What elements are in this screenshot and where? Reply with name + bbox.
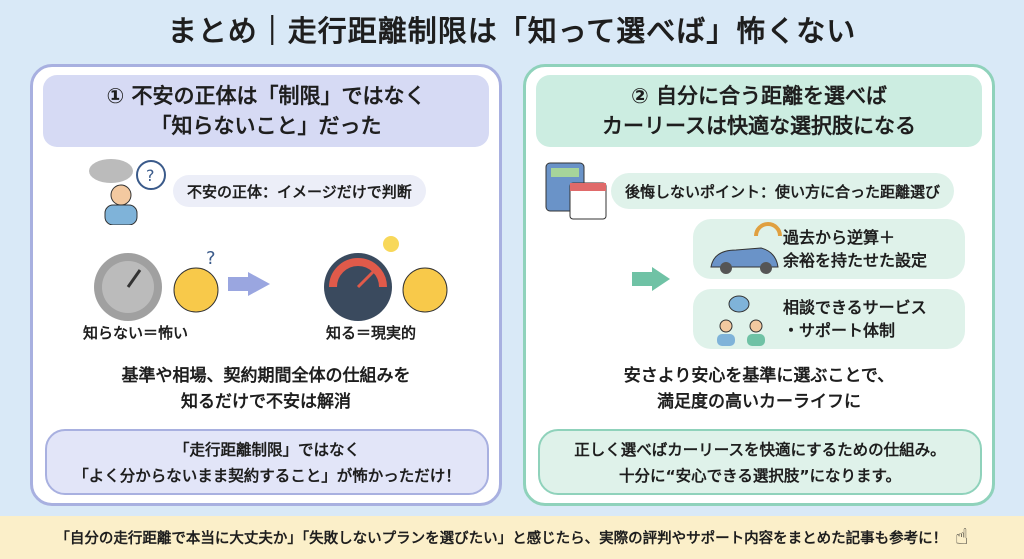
left-heading-line1: ① 不安の正体は「制限」ではなく	[106, 84, 426, 108]
page-title: まとめ｜走行距離制限は「知って選べば」怖くない	[167, 14, 857, 48]
right-summary: 安さより安心を基準に選ぶことで、 満足度の高いカーライフに	[526, 363, 992, 415]
left-callout-line2: 「よく分からないまま契約すること」が怖かっただけ！	[73, 467, 461, 485]
point-2-line1: 相談できるサービス	[783, 298, 927, 317]
point-1-line2: 余裕を持たせた設定	[783, 251, 928, 270]
right-pill: 後悔しないポイント：使い方に合った距離選び	[611, 173, 955, 209]
arrow-right-icon	[248, 272, 270, 296]
relaxed-driver-car-icon	[710, 222, 782, 274]
consultation-people-icon	[717, 295, 765, 346]
left-heading-line2: 「知らないこと」だった	[150, 114, 382, 138]
left-pill: 不安の正体：イメージだけで判断	[173, 175, 426, 207]
left-heading: ① 不安の正体は「制限」ではなく 「知らないこと」だった	[43, 75, 489, 147]
right-callout-line1: 正しく選べばカーリースを快適にするための仕組み。	[574, 441, 946, 459]
footer-text[interactable]: 「自分の走行距離で本当に大丈夫か」「失敗しないプランを選びたい」と感じたら、実際…	[55, 531, 948, 547]
left-summary-line1: 基準や相場、契約期間全体の仕組みを	[121, 366, 411, 386]
point-card-2: 相談できるサービス ・サポート体制	[693, 289, 965, 349]
worried-person-icon: ?	[89, 159, 166, 225]
calculator-calendar-icon	[545, 162, 607, 220]
footer-banner[interactable]: 「自分の走行距離で本当に大丈夫か」「失敗しないプランを選びたい」と感じたら、実際…	[0, 516, 1024, 559]
right-summary-line2: 満足度の高いカーライフに	[657, 392, 861, 412]
pointing-hand-icon: ☝	[955, 525, 969, 550]
right-callout: 正しく選べばカーリースを快適にするための仕組み。 十分に“安心できる選択肢”にな…	[538, 429, 982, 495]
after-label: 知る＝現実的	[326, 324, 417, 342]
point-1-line1: 過去から逆算＋	[783, 228, 896, 247]
right-heading-line1: ② 自分に合う距離を選べば	[630, 84, 888, 108]
left-panel: ① 不安の正体は「制限」ではなく 「知らないこと」だった ? 不安の正体：イメー…	[30, 64, 502, 506]
left-summary: 基準や相場、契約期間全体の仕組みを 知るだけで不安は解消	[33, 363, 499, 415]
right-summary-line1: 安さより安心を基準に選ぶことで、	[623, 366, 895, 386]
right-heading-line2: カーリースは快適な選択肢になる	[602, 114, 916, 138]
blurred-speedometer-icon: ?	[94, 248, 219, 321]
svg-text:?: ?	[146, 166, 155, 185]
arrow-right-icon	[652, 267, 670, 291]
right-panel: ② 自分に合う距離を選べば カーリースは快適な選択肢になる 後悔しないポイント：…	[523, 64, 995, 506]
speedometer-icon	[324, 236, 448, 321]
left-callout-line1: 「走行距離制限」ではなく	[173, 441, 360, 459]
right-callout-line2: 十分に“安心できる選択肢”になります。	[618, 467, 901, 485]
arrow-shaft	[228, 277, 250, 291]
left-summary-line2: 知るだけで不安は解消	[181, 392, 351, 412]
arrow-shaft	[632, 272, 654, 286]
right-heading: ② 自分に合う距離を選べば カーリースは快適な選択肢になる	[536, 75, 982, 147]
before-label: 知らない＝怖い	[83, 324, 189, 342]
svg-text:?: ?	[206, 248, 216, 269]
point-card-1: 過去から逆算＋ 余裕を持たせた設定	[693, 219, 965, 279]
left-callout: 「走行距離制限」ではなく 「よく分からないまま契約すること」が怖かっただけ！	[45, 429, 489, 495]
point-2-line2: ・サポート体制	[783, 321, 896, 340]
